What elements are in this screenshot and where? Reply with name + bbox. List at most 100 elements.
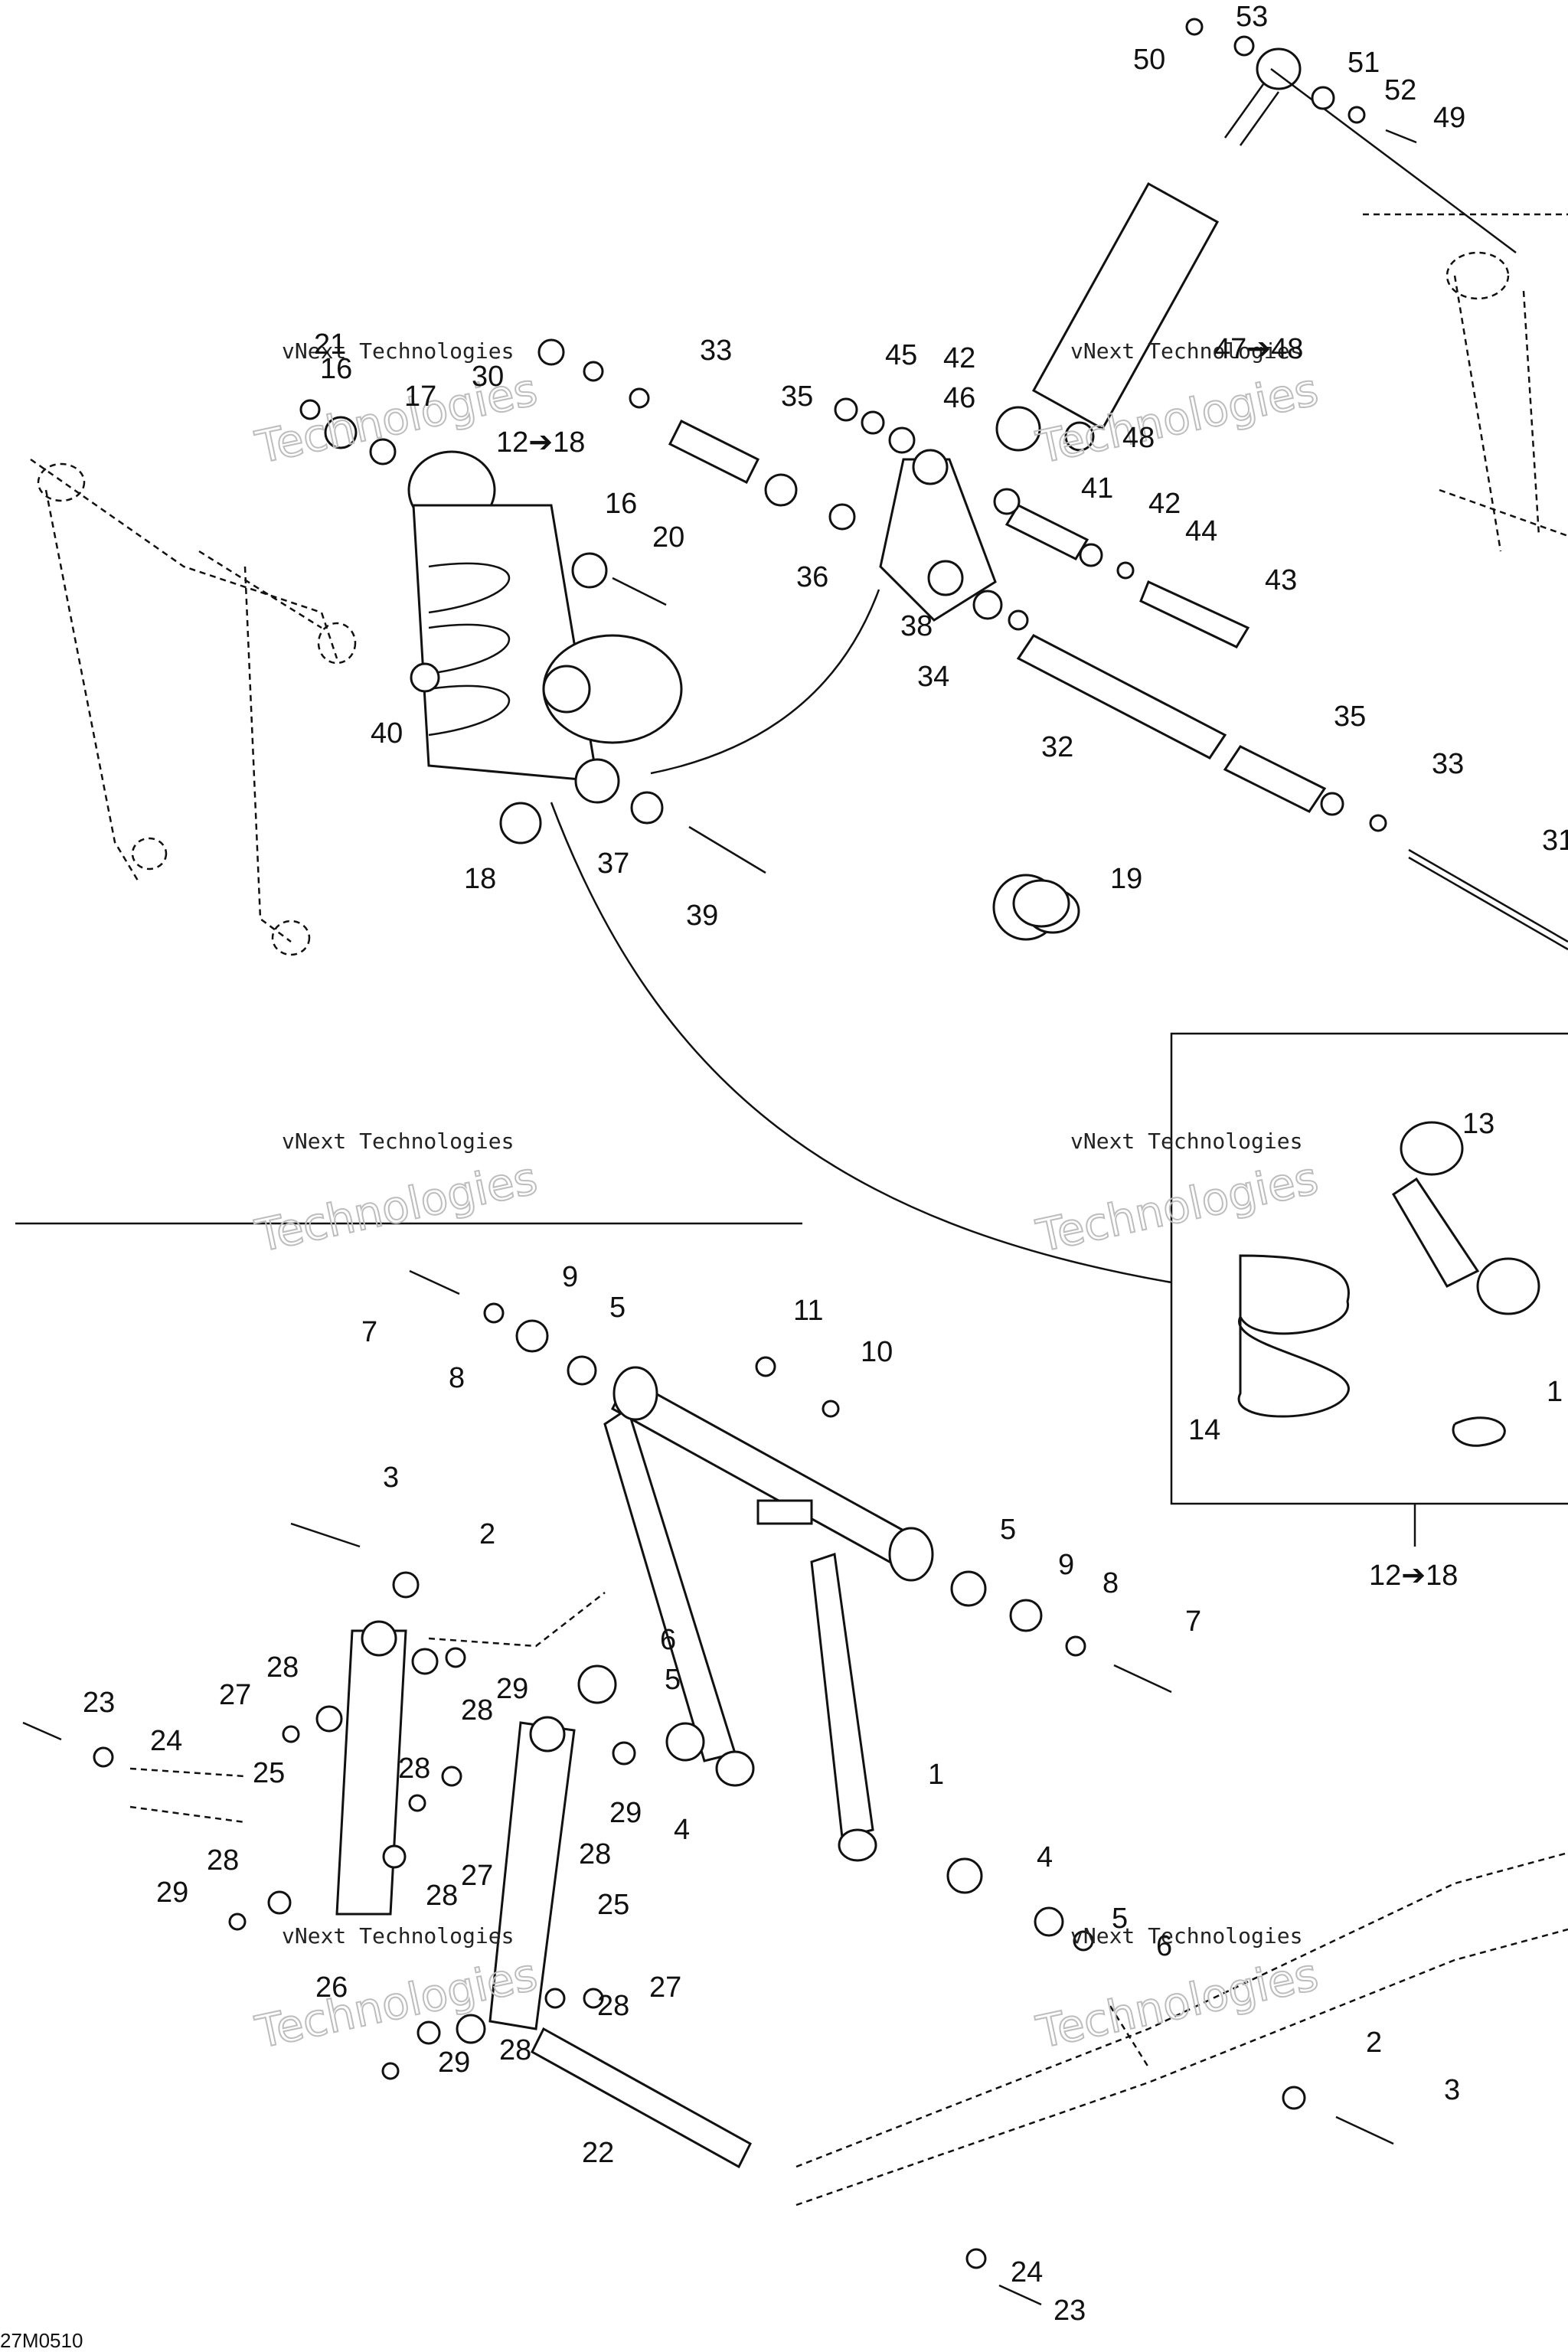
callout-c46: 46	[943, 382, 975, 414]
rear-shock-absorber	[407, 450, 683, 804]
callout-c48: 48	[1122, 422, 1155, 454]
figure-code: 27M0510	[0, 2329, 83, 2352]
callout-c6a: 6	[660, 1624, 676, 1656]
front-arm-assembly	[603, 1366, 934, 1862]
rail-ends	[129, 1592, 606, 1824]
callout-c2a: 2	[479, 1518, 495, 1550]
callout-c24a: 24	[150, 1725, 182, 1757]
callout-c28f: 28	[579, 1838, 611, 1870]
callout-c27c: 27	[649, 1971, 681, 2004]
callout-c25b: 25	[597, 1889, 629, 1921]
callout-c7a: 7	[361, 1316, 377, 1348]
hardware	[22, 18, 1417, 2306]
rocker-arm	[879, 449, 997, 622]
watermark-text: vNext Technologies	[1070, 1129, 1302, 1154]
callout-c8b: 8	[1102, 1567, 1119, 1599]
callout-c31: 31	[1542, 825, 1568, 857]
watermark-outline: Technologies	[251, 1152, 542, 1262]
callout-c19: 19	[1110, 863, 1142, 895]
callout-c13: 13	[1462, 1108, 1494, 1140]
inset-box	[1170, 1032, 1568, 1505]
callout-c51: 51	[1348, 47, 1380, 79]
callout-c17: 17	[404, 381, 436, 413]
callout-c11: 11	[793, 1295, 823, 1327]
callout-c16a: 16	[320, 353, 352, 385]
callout-c14: 14	[1188, 1414, 1220, 1446]
callout-c34: 34	[917, 661, 949, 693]
callout-c9a: 9	[562, 1261, 578, 1293]
callout-c16b: 16	[605, 488, 637, 520]
callout-c28c: 28	[398, 1753, 430, 1785]
callout-c18: 18	[464, 863, 496, 895]
callout-c22: 22	[582, 2137, 614, 2169]
callout-c3a: 3	[383, 1462, 399, 1494]
watermark-text: vNext Technologies	[282, 1129, 514, 1154]
watermark-text: vNext Technologies	[282, 1923, 514, 1949]
callout-c23a: 23	[83, 1687, 115, 1719]
callout-c5d: 5	[1112, 1903, 1128, 1935]
callout-c12a: 12➔18	[496, 426, 585, 459]
watermark-outline: Technologies	[1032, 1948, 1323, 2058]
upper-right-frame	[1363, 213, 1568, 552]
callout-c41: 41	[1081, 472, 1113, 505]
upper-shafts	[668, 419, 1568, 951]
callout-c28b: 28	[461, 1694, 493, 1726]
callout-c26: 26	[315, 1971, 348, 2004]
callout-c28g: 28	[597, 1990, 629, 2022]
callout-c35a: 35	[781, 381, 813, 413]
callout-c38: 38	[900, 610, 933, 642]
watermark-outline: Technologies	[1032, 1152, 1323, 1262]
callout-c10: 10	[861, 1336, 893, 1368]
callout-c6b: 6	[1156, 1930, 1172, 1962]
callout-c23b: 23	[1054, 2295, 1086, 2327]
callout-c28e: 28	[426, 1880, 458, 1912]
watermark-text: vNext Technologies	[1070, 338, 1302, 364]
callout-c40: 40	[371, 717, 403, 750]
callout-c42a: 42	[943, 342, 975, 374]
callout-c30: 30	[472, 361, 504, 393]
callout-c45: 45	[885, 339, 917, 371]
callout-c7b: 7	[1185, 1606, 1201, 1638]
callout-c39: 39	[686, 900, 718, 932]
callout-c28h: 28	[499, 2034, 531, 2066]
callout-c5c: 5	[665, 1664, 681, 1696]
callout-c42b: 42	[1148, 488, 1181, 520]
callout-c24b: 24	[1011, 2256, 1043, 2288]
callout-c29a: 29	[496, 1673, 528, 1705]
callout-c44: 44	[1185, 515, 1217, 547]
callout-c29b: 29	[609, 1797, 642, 1829]
curve-arrow-to-36	[650, 589, 880, 775]
ski-rail	[795, 1851, 1568, 2207]
watermark-outline: Technologies	[251, 1948, 542, 2058]
callout-c4b: 4	[1037, 1841, 1053, 1873]
inset-parts	[992, 874, 1540, 1447]
callout-c29d: 29	[438, 2047, 470, 2079]
callout-c27a: 27	[219, 1679, 251, 1711]
callout-c5b: 5	[1000, 1514, 1016, 1546]
callout-c21: 21	[314, 328, 346, 361]
callout-c8a: 8	[449, 1362, 465, 1394]
callout-c4a: 4	[674, 1814, 690, 1846]
callout-c37: 37	[597, 848, 629, 880]
callout-c29c: 29	[156, 1877, 188, 1909]
callout-c9b: 9	[1058, 1549, 1074, 1581]
callout-c28d: 28	[207, 1844, 239, 1877]
callout-c12b: 12➔18	[1369, 1560, 1458, 1592]
callout-c33b: 33	[1432, 748, 1464, 780]
callout-c32: 32	[1041, 731, 1073, 763]
callout-c25a: 25	[253, 1757, 285, 1789]
callout-c36: 36	[796, 561, 828, 593]
callout-c2b: 2	[1366, 2027, 1382, 2059]
callout-c28a: 28	[266, 1651, 299, 1684]
callout-c20: 20	[652, 521, 684, 554]
callout-c53: 53	[1236, 1, 1268, 33]
line-art	[15, 18, 1568, 2306]
callout-c43: 43	[1265, 564, 1297, 596]
callout-c35b: 35	[1334, 701, 1366, 733]
callout-c49: 49	[1433, 102, 1465, 134]
callout-c27b: 27	[461, 1860, 493, 1892]
callout-c15: 1	[1547, 1376, 1563, 1408]
callout-c3b: 3	[1444, 2074, 1460, 2106]
callout-c33a: 33	[700, 335, 732, 367]
